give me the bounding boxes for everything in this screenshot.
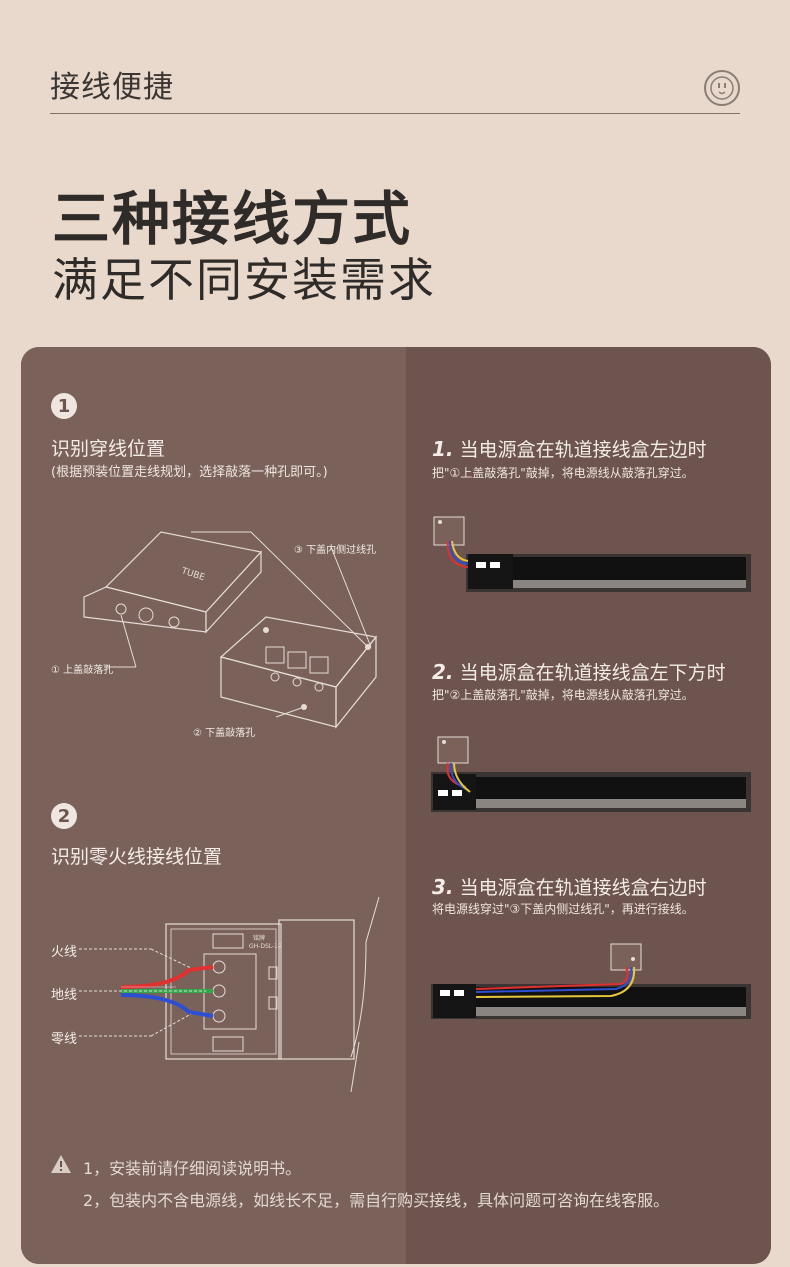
case2-title-text: 当电源盒在轨道接线盒左下方时 <box>459 662 726 684</box>
footer-note-1: 1，安装前请仔细阅读说明书。 <box>83 1159 302 1178</box>
wiring-diagram: 铭牌 GH-DSL-12 <box>79 896 380 1093</box>
step1-title: 识别穿线位置 <box>51 438 166 460</box>
case3-note: 将电源线穿过"③下盖内侧过线孔"，再进行接线。 <box>432 902 694 916</box>
step2-title: 识别零火线接线位置 <box>51 846 223 868</box>
junction-box-illustration: TUBE <box>83 531 378 729</box>
step1-note: (根据预装位置走线规划，选择敲落一种孔即可。) <box>51 465 328 480</box>
case3-illustration <box>431 943 751 1019</box>
case1-illustration <box>433 516 751 592</box>
socket-logo-icon <box>704 70 740 106</box>
nameplate-caption: 铭牌 <box>253 934 265 942</box>
step1-number-badge: 1 <box>51 393 77 419</box>
case1-title: 1. 当电源盒在轨道接线盒左边时 <box>432 435 707 462</box>
header-divider <box>50 113 740 114</box>
case2-number: 2. <box>432 660 454 684</box>
live-wire-label: 火线 <box>51 945 78 960</box>
callout-bottom-knockout: ② 下盖敲落孔 <box>193 728 256 739</box>
case3-title-text: 当电源盒在轨道接线盒右边时 <box>459 877 707 899</box>
footer-note-2: 2，包装内不含电源线，如线长不足，需自行购买接线，具体问题可咨询在线客服。 <box>83 1191 670 1210</box>
case1-note: 把"①上盖敲落孔"敲掉，将电源线从敲落孔穿过。 <box>432 466 694 480</box>
case2-note: 把"②上盖敲落孔"敲掉，将电源线从敲落孔穿过。 <box>432 688 694 702</box>
hero-title: 三种接线方式 <box>52 185 413 253</box>
hero-subtitle: 满足不同安装需求 <box>52 253 436 307</box>
neutral-wire-label: 零线 <box>51 1032 78 1047</box>
step2-number-badge: 2 <box>51 803 77 829</box>
case1-title-text: 当电源盒在轨道接线盒左边时 <box>459 439 707 461</box>
section-title: 接线便捷 <box>50 70 174 105</box>
case2-illustration <box>431 736 751 812</box>
case3-title: 3. 当电源盒在轨道接线盒右边时 <box>432 873 707 900</box>
case3-number: 3. <box>432 875 454 899</box>
warning-triangle-icon <box>51 1155 71 1173</box>
callout-top-knockout: ① 上盖敲落孔 <box>51 665 114 676</box>
instruction-panel: 1 识别穿线位置 (根据预装位置走线规划，选择敲落一种孔即可。) TUBE ③ … <box>21 347 771 1264</box>
callout-bottom-inner-hole: ③ 下盖内侧过线孔 <box>294 545 377 556</box>
case2-title: 2. 当电源盒在轨道接线盒左下方时 <box>432 658 726 685</box>
nameplate-model: GH-DSL-12 <box>249 943 282 950</box>
panel-left <box>21 347 406 1264</box>
case1-number: 1. <box>432 437 454 461</box>
ground-wire-label: 地线 <box>51 988 78 1003</box>
